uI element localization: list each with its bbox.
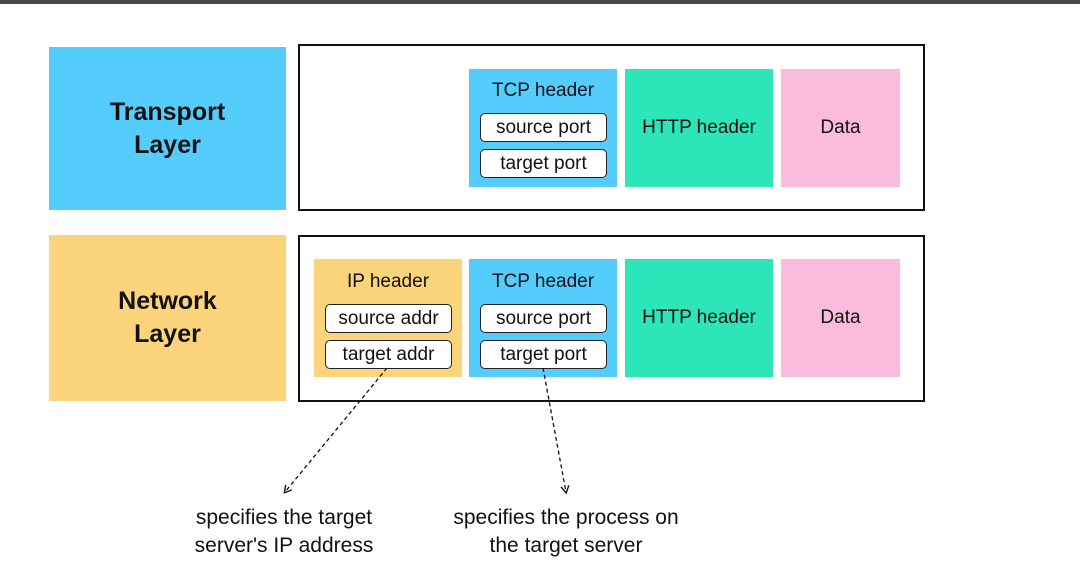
ip-annotation-text: specifies the target server's IP address: [164, 504, 404, 560]
transport-http-header-label: HTTP header: [642, 117, 756, 138]
network-http-header-block: HTTP header: [625, 259, 773, 377]
transport-tcp-header-title: TCP header: [491, 80, 595, 101]
network-source-port-field: source port: [480, 304, 607, 333]
network-http-header-label: HTTP header: [642, 307, 756, 328]
network-layer-line1: Network: [118, 287, 217, 315]
transport-layer-label: Transport Layer: [49, 47, 286, 210]
tcp-annotation-line1: specifies the process on: [453, 506, 679, 529]
tcp-annotation-line2: the target server: [489, 534, 643, 557]
transport-tcp-header-block: TCP header source port target port: [469, 69, 617, 187]
tcp-annotation-arrow: [542, 367, 570, 495]
transport-layer-line1: Transport: [109, 97, 226, 126]
network-tcp-header-title: TCP header: [491, 271, 595, 292]
network-data-label: Data: [820, 307, 861, 328]
transport-http-header-block: HTTP header: [625, 69, 773, 187]
network-ip-header-block: IP header source addr target addr: [314, 259, 462, 377]
transport-data-block: Data: [781, 69, 900, 187]
top-bar: [0, 0, 1080, 4]
ip-annotation-line1: specifies the target: [195, 506, 373, 529]
transport-data-label: Data: [820, 117, 861, 138]
tcp-annotation-text: specifies the process on the target serv…: [421, 504, 711, 560]
ip-annotation-arrow: [283, 367, 388, 494]
transport-target-port-field: target port: [480, 149, 607, 178]
network-tcp-header-block: TCP header source port target port: [469, 259, 617, 377]
transport-layer-line2: Layer: [134, 130, 201, 159]
network-ip-header-title: IP header: [346, 271, 430, 292]
network-target-addr-field: target addr: [325, 340, 452, 369]
network-layer-line2: Layer: [134, 320, 201, 348]
network-data-block: Data: [781, 259, 900, 377]
transport-source-port-field: source port: [480, 113, 607, 142]
network-layer-label: Network Layer: [49, 235, 286, 401]
network-source-addr-field: source addr: [325, 304, 452, 333]
ip-annotation-line2: server's IP address: [194, 534, 374, 557]
